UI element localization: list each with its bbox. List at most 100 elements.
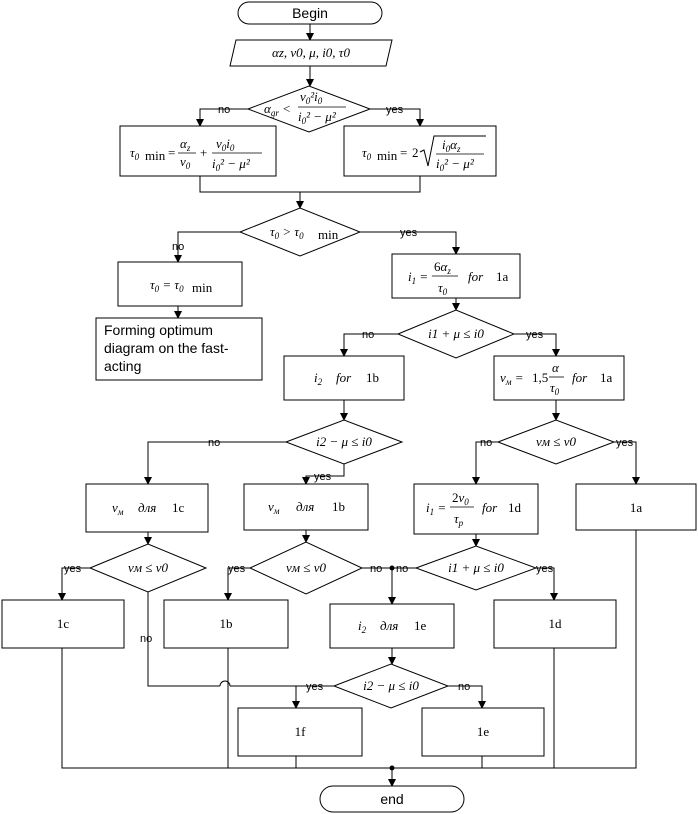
svg-text:=: = — [400, 145, 407, 160]
decision-d2 — [238, 207, 362, 257]
svg-text:νм: νм — [268, 499, 280, 516]
box-v-1b — [243, 483, 369, 531]
svg-text:τ0 = τ0: τ0 = τ0 — [150, 277, 184, 294]
svg-text:ν0: ν0 — [180, 154, 191, 171]
d9-yes-label: yes — [306, 681, 324, 693]
svg-text:min: min — [318, 227, 339, 242]
box-forming-text: Forming optimum diagram on the fast- act… — [104, 322, 229, 374]
svg-text:ν0²i0: ν0²i0 — [300, 89, 323, 106]
svg-text:i0² − μ²: i0² − μ² — [298, 109, 337, 126]
box-v-1c — [85, 483, 209, 533]
svg-text:τ0: τ0 — [438, 280, 448, 297]
box-r-1d-label: 1d — [549, 616, 563, 631]
svg-text:τ0: τ0 — [130, 145, 140, 162]
decision-d9 — [332, 663, 450, 709]
d5-yes-label: yes — [616, 437, 634, 449]
svg-text:for: for — [482, 500, 498, 515]
d8-no-label: no — [396, 563, 408, 575]
d4-yes-label: yes — [314, 471, 332, 483]
io-inputs — [229, 39, 393, 67]
svg-text:1d: 1d — [508, 500, 522, 515]
svg-text:τ0: τ0 — [362, 145, 372, 162]
decision-d7-label: νм ≤ ν0 — [286, 560, 326, 575]
decision-d4-label: i2 − μ ≤ i0 — [316, 434, 372, 449]
svg-text:1e: 1e — [414, 618, 427, 633]
svg-text:+: + — [200, 145, 207, 160]
svg-text:min: min — [192, 280, 213, 295]
box-tau-no — [119, 125, 277, 177]
box-tau-yes-text: τ0 min = 2 i0αz i0² − μ² — [362, 135, 486, 173]
svg-text:for: for — [468, 269, 484, 284]
decision-d1 — [246, 85, 372, 133]
box-r-1b — [163, 599, 289, 649]
box-v-1b-text: νм для 1b — [268, 499, 345, 516]
svg-text:αgr <: αgr < — [264, 101, 291, 118]
d6-no-label: no — [140, 633, 152, 645]
svg-text:2: 2 — [412, 145, 419, 160]
box-i2-1b-text: i2 for 1b — [314, 370, 379, 387]
box-tau-set-text: τ0 = τ0 min — [150, 277, 213, 295]
d5-no-label: no — [480, 437, 492, 449]
decision-d8 — [414, 545, 538, 591]
svg-text:i0² − μ²: i0² − μ² — [436, 156, 475, 173]
box-r-1f-label: 1f — [295, 724, 307, 739]
box-i1-1a-text: i1 = 6αz τ0 for 1a — [408, 259, 509, 297]
d7-no-label: no — [370, 563, 382, 575]
svg-text:νм =: νм = — [500, 370, 524, 387]
connectors — [58, 24, 640, 787]
svg-text:1,5: 1,5 — [532, 370, 548, 385]
d7-yes-label: yes — [228, 563, 246, 575]
svg-text:i1 =: i1 = — [408, 269, 428, 286]
svg-text:для: для — [296, 499, 314, 514]
svg-text:для: для — [380, 618, 398, 633]
decision-d3-label: i1 + μ ≤ i0 — [428, 326, 484, 341]
io-inputs-label: αz, ν0, μ, i0, τ0 — [272, 45, 350, 60]
branch-labels: no yes no yes no yes no yes no yes yes n… — [64, 104, 634, 693]
decision-d1-text: αgr < ν0²i0 i0² − μ² — [264, 89, 346, 126]
box-r-1f — [237, 707, 363, 757]
svg-text:i0² − μ²: i0² − μ² — [212, 156, 251, 173]
svg-text:min: min — [145, 148, 166, 163]
box-r-1b-label: 1b — [220, 616, 233, 631]
texts: Begin end αz, ν0, μ, i0, τ0 αgr < ν0²i0 … — [57, 5, 643, 807]
svg-text:i2: i2 — [314, 370, 323, 387]
terminal-end — [319, 785, 465, 813]
box-r-1a — [575, 483, 697, 531]
d1-yes-label: yes — [386, 104, 404, 116]
svg-text:for: for — [336, 370, 352, 385]
box-r-1c-label: 1c — [57, 616, 70, 631]
decision-d8-label: i1 + μ ≤ i0 — [448, 560, 504, 575]
box-tau-yes — [343, 125, 497, 177]
svg-text:acting: acting — [104, 358, 141, 374]
box-r-1e — [421, 707, 545, 757]
decision-d2-text: τ0 > τ0 min — [270, 224, 339, 242]
begin-label: Begin — [292, 5, 328, 21]
box-r-1d — [493, 599, 617, 649]
svg-text:1a: 1a — [496, 269, 509, 284]
svg-text:1b: 1b — [366, 370, 379, 385]
box-tau-set — [117, 261, 243, 307]
decision-d5-label: νм ≤ ν0 — [536, 434, 576, 449]
svg-text:Forming optimum: Forming optimum — [104, 322, 213, 338]
box-v-1a — [493, 355, 625, 401]
svg-text:τ0: τ0 — [550, 380, 560, 397]
box-i2-1e — [329, 603, 455, 649]
decision-d6-label: νм ≤ ν0 — [128, 560, 168, 575]
svg-text:αz: αz — [180, 136, 191, 153]
svg-text:i2: i2 — [358, 618, 367, 635]
decision-d4 — [284, 419, 404, 465]
decision-d7 — [248, 541, 364, 595]
svg-text:=: = — [168, 145, 175, 160]
box-r-1c — [1, 599, 125, 649]
d6-yes-label: yes — [64, 563, 82, 575]
decision-d9-label: i2 − μ ≤ i0 — [363, 678, 419, 693]
d9-no-label: no — [458, 681, 470, 693]
svg-text:min: min — [377, 148, 398, 163]
svg-text:τp: τp — [454, 511, 464, 528]
decision-d6 — [88, 543, 208, 593]
box-forming — [95, 317, 263, 381]
d2-no-label: no — [172, 241, 184, 253]
d8-yes-label: yes — [536, 563, 554, 575]
